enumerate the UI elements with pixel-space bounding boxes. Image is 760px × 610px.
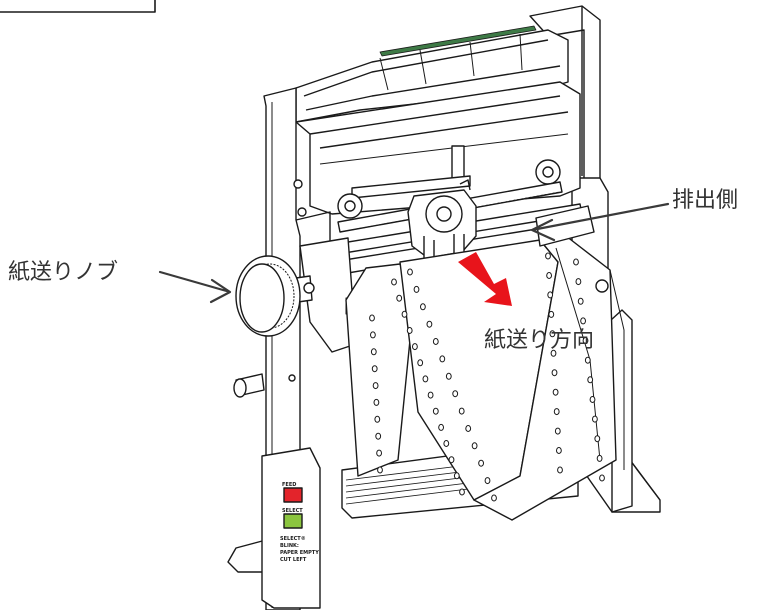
sprocket-hole bbox=[391, 278, 397, 286]
feed-knob-label: 紙送りノブ bbox=[8, 260, 119, 285]
feed-button-label: FEED bbox=[282, 482, 296, 488]
sprocket-hole bbox=[452, 390, 459, 398]
sprocket-hole bbox=[554, 427, 561, 435]
sprocket-hole bbox=[420, 303, 426, 311]
sprocket-hole bbox=[396, 294, 403, 302]
sprocket-hole bbox=[577, 297, 584, 305]
sprocket-hole bbox=[439, 355, 446, 363]
sprocket-holes bbox=[369, 252, 605, 502]
sprocket-hole bbox=[471, 442, 478, 450]
sprocket-hole bbox=[491, 494, 497, 502]
sprocket-hole bbox=[377, 466, 383, 474]
paper-guide-right bbox=[535, 205, 595, 247]
sprocket-hole bbox=[374, 415, 381, 423]
sprocket-hole bbox=[575, 278, 582, 286]
sprocket-hole bbox=[582, 337, 589, 344]
sprocket-hole bbox=[432, 407, 439, 415]
sprocket-hole bbox=[596, 454, 603, 462]
sprocket-hole bbox=[592, 415, 598, 423]
feed-direction-label: 紙送り方向 bbox=[484, 328, 595, 353]
sprocket-hole bbox=[594, 435, 601, 443]
panel-note-3: PAPER EMPTY bbox=[280, 550, 319, 556]
sprocket-hole bbox=[427, 391, 434, 399]
circuit-board-strip bbox=[379, 25, 537, 57]
top-housing bbox=[295, 29, 569, 123]
sprocket-hole bbox=[448, 456, 455, 464]
sprocket-hole bbox=[453, 472, 460, 480]
sprocket-hole bbox=[426, 320, 433, 328]
sprocket-hole bbox=[556, 447, 562, 454]
sprocket-hole bbox=[373, 398, 380, 406]
sprocket-hole bbox=[550, 349, 557, 357]
feed-direction-arrow bbox=[458, 252, 512, 306]
feed-button[interactable] bbox=[283, 487, 303, 503]
sprocket-hole bbox=[369, 314, 375, 322]
sprocket-hole bbox=[445, 372, 452, 380]
paper-sheet-right bbox=[473, 235, 617, 521]
sprocket-hole bbox=[547, 291, 554, 299]
sprocket-hole bbox=[478, 459, 485, 467]
sprocket-hole bbox=[401, 310, 408, 318]
sprocket-hole bbox=[552, 388, 559, 396]
sprocket-hole bbox=[589, 396, 596, 403]
sprocket-hole bbox=[370, 348, 377, 356]
sprocket-hole bbox=[406, 327, 413, 334]
exit-side-leader bbox=[530, 202, 670, 242]
feed-knob-leader bbox=[158, 270, 232, 304]
sprocket-hole bbox=[580, 317, 586, 325]
frame-corner bbox=[0, 0, 156, 13]
sprocket-hole bbox=[545, 252, 551, 260]
panel-note-2: BLINK: bbox=[280, 543, 299, 549]
sprocket-hole bbox=[549, 330, 556, 338]
sprocket-hole bbox=[413, 285, 420, 293]
sprocket-hole bbox=[422, 375, 429, 383]
sprocket-hole bbox=[484, 477, 491, 485]
sprocket-hole bbox=[370, 331, 376, 339]
panel-note-1: SELECT® bbox=[280, 536, 306, 542]
mechanism-body bbox=[295, 81, 581, 215]
sprocket-hole bbox=[407, 268, 413, 276]
sprocket-hole bbox=[372, 382, 379, 390]
sprocket-hole bbox=[548, 310, 555, 318]
panel-note-4: CUT LEFT bbox=[280, 557, 307, 563]
sprocket-hole bbox=[551, 369, 558, 377]
sprocket-hole bbox=[587, 376, 594, 384]
select-button[interactable] bbox=[283, 513, 303, 529]
sprocket-hole bbox=[438, 423, 445, 431]
sprocket-hole bbox=[599, 474, 605, 482]
left-foot bbox=[227, 539, 267, 573]
sprocket-hole bbox=[465, 425, 472, 432]
sprocket-hole bbox=[376, 449, 383, 457]
sprocket-hole bbox=[557, 466, 563, 474]
sprocket-hole bbox=[432, 338, 439, 345]
select-button-label: SELECT bbox=[282, 508, 303, 514]
left-bracket bbox=[299, 237, 357, 353]
sprocket-hole bbox=[458, 407, 465, 415]
exit-side-label: 排出側 bbox=[672, 188, 739, 213]
sprocket-hole bbox=[417, 359, 424, 367]
sprocket-hole bbox=[459, 488, 465, 496]
right-knob bbox=[595, 279, 609, 293]
sprocket-hole bbox=[371, 365, 378, 373]
sprocket-hole bbox=[546, 272, 552, 279]
sprocket-hole bbox=[375, 432, 382, 440]
sprocket-hole bbox=[412, 343, 418, 351]
sprocket-hole bbox=[443, 440, 450, 447]
sprocket-hole bbox=[553, 408, 560, 416]
sprocket-hole bbox=[584, 356, 591, 364]
sprocket-hole bbox=[573, 258, 579, 266]
